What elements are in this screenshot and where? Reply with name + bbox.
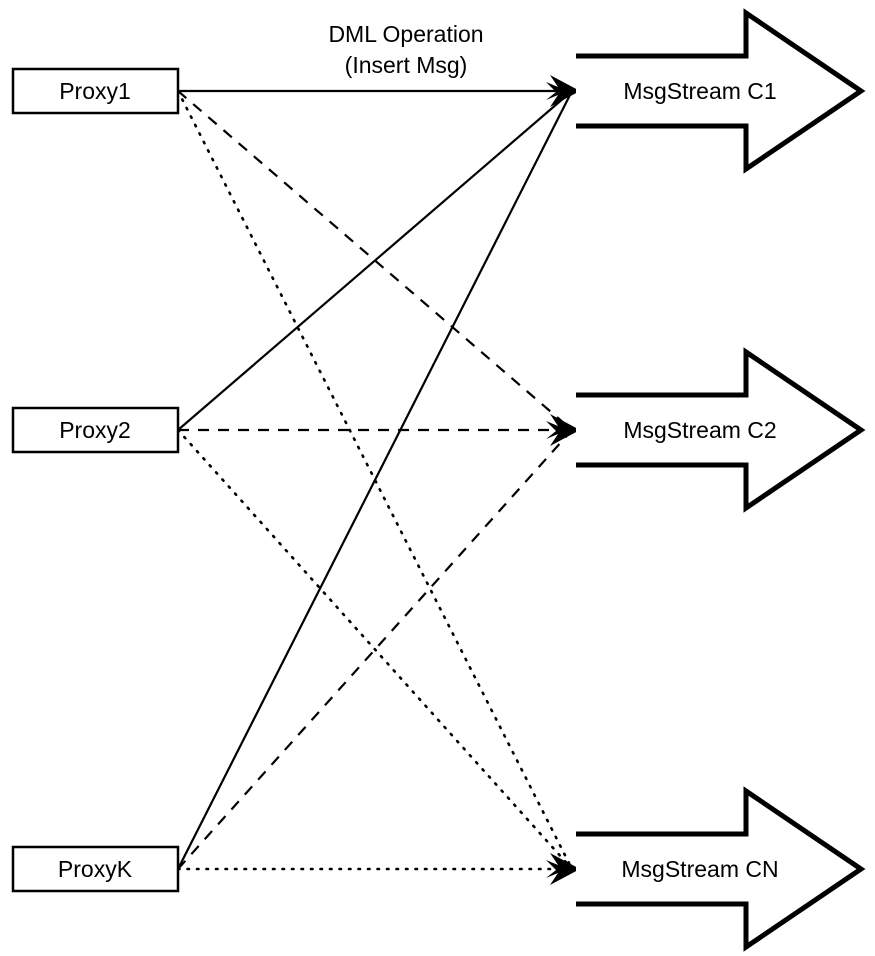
proxy1-box <box>11 67 180 115</box>
arrowhead-head-c2 <box>546 414 580 446</box>
edge-proxy2-to-stream-cn <box>176 428 574 871</box>
arrowhead-wedge <box>546 414 580 446</box>
arrowhead-wedge <box>546 75 580 107</box>
stream-c2-shape <box>576 347 866 513</box>
proxy1-label: Proxy1 <box>59 78 131 104</box>
stream-cn-shape <box>576 786 866 952</box>
streams-layer: MsgStream C1 MsgStream C2 MsgStream CN <box>576 8 866 952</box>
edges-layer <box>176 89 574 871</box>
stream-cn-label: MsgStream CN <box>621 856 778 882</box>
stream-c1-label: MsgStream C1 <box>623 78 776 104</box>
arrowhead-head-c1 <box>546 75 580 107</box>
proxy2[interactable]: Proxy2 <box>11 406 180 454</box>
edge-proxy2-to-stream-c1 <box>177 90 573 431</box>
proxy2-box <box>11 406 180 454</box>
proxyk-box <box>11 845 180 893</box>
arrowheads-layer <box>546 75 580 885</box>
stream-c1-shape <box>576 8 866 174</box>
proxy1[interactable]: Proxy1 <box>11 67 180 115</box>
stream-cn[interactable]: MsgStream CN <box>576 786 866 952</box>
proxyk-label: ProxyK <box>58 856 133 882</box>
edge-annotation-group: DML Operation (Insert Msg) <box>328 21 483 78</box>
dml-operation-label-line1: DML Operation <box>328 21 483 47</box>
dml-operation-label-line2: (Insert Msg) <box>345 52 468 78</box>
stream-c1[interactable]: MsgStream C1 <box>576 8 866 174</box>
arrowhead-wedge <box>546 853 580 885</box>
proxyk[interactable]: ProxyK <box>11 845 180 893</box>
edge-proxy1-to-stream-c2 <box>177 90 573 431</box>
edge-proxyk-to-stream-c1 <box>177 90 573 870</box>
stream-c2[interactable]: MsgStream C2 <box>576 347 866 513</box>
stream-c2-label: MsgStream C2 <box>623 417 776 443</box>
arrowhead-head-cn <box>546 853 580 885</box>
proxy2-label: Proxy2 <box>59 417 131 443</box>
